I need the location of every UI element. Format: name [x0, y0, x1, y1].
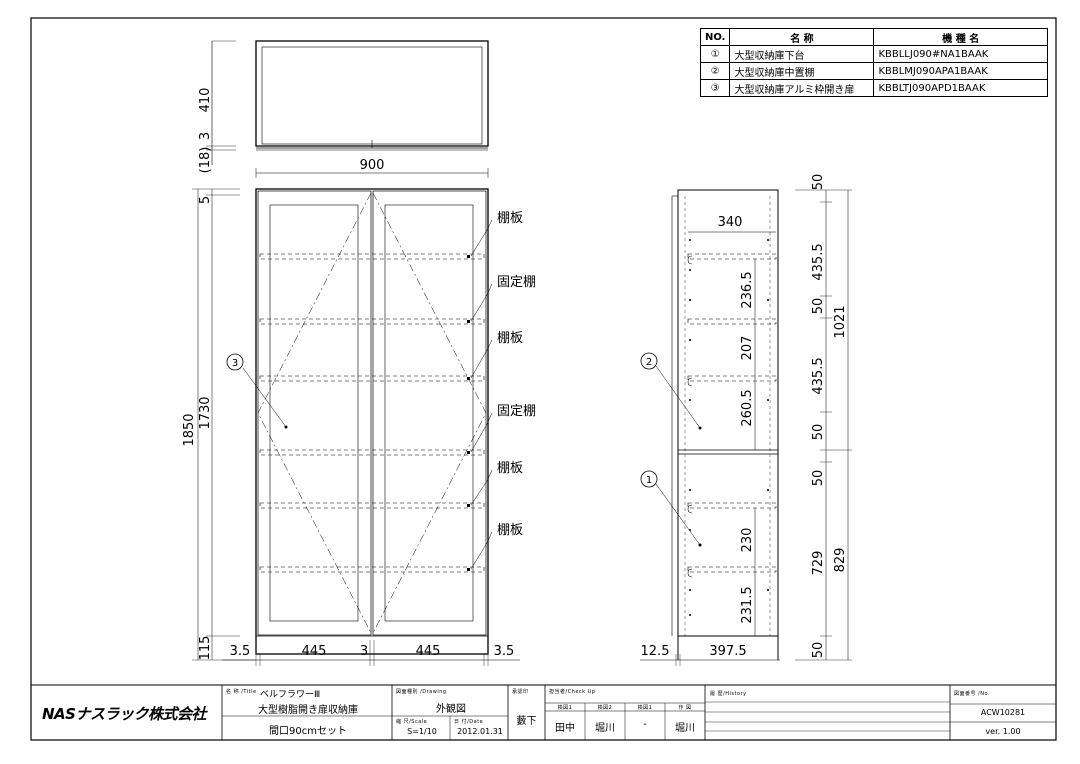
title-block-grid: [221, 685, 1056, 740]
front-dim-bottom-1: 3.5: [230, 644, 251, 659]
front-dim-bottom-4: 445: [416, 644, 441, 659]
side-dim-inner-5: 231.5: [740, 586, 755, 623]
parts-model: KBBLTJ090APD1BAAK: [873, 79, 1048, 97]
parts-name: 大型収納庫下台: [729, 45, 875, 63]
parts-model: KBBLLJ090#NA1BAAK: [873, 45, 1048, 63]
side-dim-right-4: 435.5: [811, 357, 826, 394]
shelf-label-2: 固定棚: [497, 275, 536, 290]
parts-name: 大型収納庫中置棚: [729, 62, 875, 80]
side-dim-340: 340: [718, 215, 743, 230]
drawing-label: 図面種別 /Drawing: [396, 689, 447, 695]
front-view: [192, 188, 520, 666]
side-dim-right-3: 50: [811, 298, 826, 315]
parts-row: ③ 大型収納庫アルミ枠開き扉 KBBLTJ090APD1BAAK: [699, 79, 1048, 97]
number-label: 図面番号 /No.: [954, 691, 991, 697]
part-marker-3: 3: [232, 358, 238, 369]
front-dim-bottom-5: 3.5: [494, 644, 515, 659]
scale-label: 縮 尺/Scale: [396, 719, 428, 725]
top-view: [206, 40, 489, 178]
shelf-label-4: 固定棚: [497, 404, 536, 419]
side-dim-inner-3: 260.5: [740, 389, 755, 426]
side-dim-total-829: 829: [833, 548, 848, 573]
parts-no: ③: [699, 79, 731, 97]
check-name-4: 堀川: [675, 723, 695, 734]
product-subtitle: 間口90cmセット: [269, 726, 347, 737]
shelf-label-5: 棚板: [497, 461, 523, 476]
check-col-1: 検図1: [557, 705, 573, 711]
front-dim-bottom-3: 3: [360, 644, 368, 659]
width-dim: 900: [360, 158, 385, 173]
parts-header-model: 機 種 名: [873, 28, 1048, 46]
drawing-type: 外観図: [436, 704, 466, 715]
parts-row: ① 大型収納庫下台 KBBLLJ090#NA1BAAK: [699, 45, 1048, 63]
date-label: 日 付/Date: [454, 719, 484, 725]
drawing-number: ACW10281: [980, 708, 1026, 717]
history-label: 履 歴/History: [710, 691, 747, 697]
side-dim-bottom-1: 12.5: [641, 644, 670, 659]
scale-value: S=1/10: [407, 727, 437, 736]
side-view: [640, 189, 852, 666]
side-dim-right-7: 729: [811, 551, 826, 576]
side-dim-inner-1: 236.5: [740, 271, 755, 308]
front-dim-bottom-2: 445: [302, 644, 327, 659]
parts-no: ①: [699, 45, 731, 63]
part-marker-2: 2: [646, 357, 652, 368]
top-dim-18: (18): [198, 147, 213, 174]
side-dim-total-1021: 1021: [833, 305, 848, 338]
side-dim-right-5: 50: [811, 424, 826, 441]
drawing-version: ver. 1.00: [985, 727, 1021, 736]
side-dim-inner-4: 230: [740, 528, 755, 553]
check-name-1: 田中: [555, 723, 575, 734]
side-dim-right-2: 435.5: [811, 243, 826, 280]
side-dim-right-1: 50: [811, 174, 826, 191]
shelf-label-1: 棚板: [497, 211, 523, 226]
shelf-label-3: 棚板: [497, 331, 523, 346]
parts-header-no: NO.: [699, 28, 731, 46]
parts-no: ②: [699, 62, 731, 80]
title-label: 名 称 /Title: [226, 689, 257, 695]
parts-model: KBBLMJ090APA1BAAK: [873, 62, 1048, 80]
parts-header-name: 名 称: [729, 28, 875, 46]
check-col-2: 検図2: [597, 705, 613, 711]
sheet-border: [30, 17, 1057, 741]
side-dim-bottom-2: 397.5: [709, 644, 746, 659]
part-marker-1: 1: [646, 475, 652, 486]
check-col-3: 検図1: [637, 705, 653, 711]
top-dim-3: 3: [198, 132, 213, 140]
parts-row: ② 大型収納庫中置棚 KBBLMJ090APA1BAAK: [699, 62, 1048, 80]
series-name: ベルフラワーⅢ: [260, 690, 321, 700]
side-dim-inner-2: 207: [740, 336, 755, 361]
parts-table: NO. 名 称 機 種 名 ① 大型収納庫下台 KBBLLJ090#NA1BAA…: [699, 28, 1048, 97]
check-name-3: -: [643, 719, 647, 730]
date-value: 2012.01.31: [457, 727, 503, 736]
shelf-label-6: 棚板: [497, 523, 523, 538]
check-label: 担当者/Check Up: [549, 689, 596, 695]
dimension-labels: 410 3 (18) 900 5 1850 1730 115 3.5 445 3…: [182, 88, 848, 661]
company-logo: NASナスラック株式会社: [42, 705, 206, 723]
check-name-2: 堀川: [595, 723, 615, 734]
side-dim-right-6: 50: [811, 470, 826, 487]
check-col-4: 作 図: [678, 705, 692, 711]
product-name: 大型樹脂開き扉収納庫: [258, 705, 358, 716]
approver-name: 藪下: [516, 716, 537, 727]
approver-label: 承認印: [512, 689, 529, 695]
front-dim-1850: 1850: [182, 413, 197, 446]
front-dim-115: 115: [198, 636, 213, 661]
side-dim-right-8: 50: [811, 642, 826, 659]
front-dim-5: 5: [198, 196, 213, 204]
front-dim-1730: 1730: [198, 396, 213, 429]
parts-name: 大型収納庫アルミ枠開き扉: [729, 79, 875, 97]
top-dim-410: 410: [198, 88, 213, 113]
